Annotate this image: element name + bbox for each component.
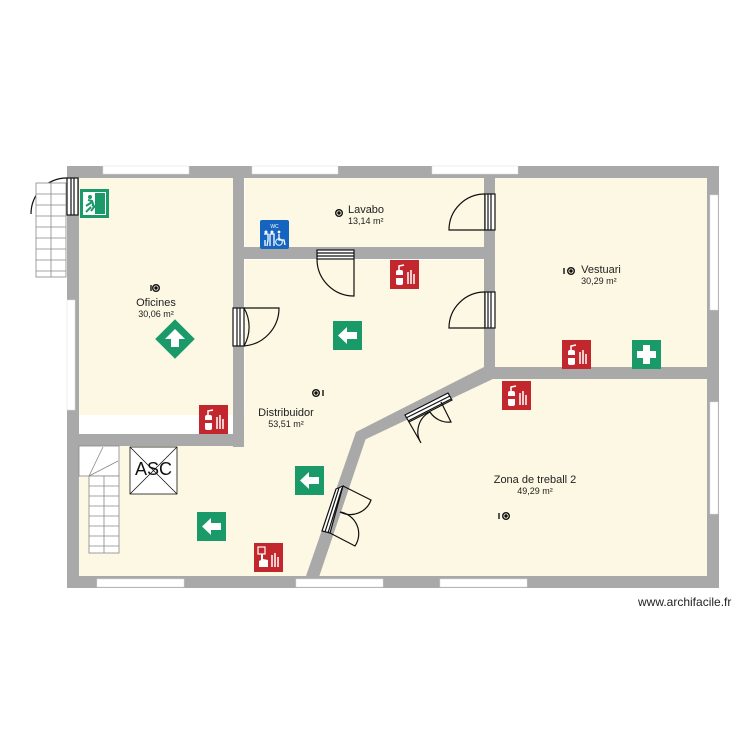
room-label-zona-treball: Zona de treball 2 49,29 m²	[493, 474, 577, 496]
room-label-distribuidor: Distribuidor 53,51 m²	[258, 407, 314, 429]
window	[709, 194, 719, 311]
window	[439, 578, 528, 588]
door-oficines[interactable]	[232, 307, 280, 347]
exterior-stairs	[35, 182, 67, 278]
detector-icon	[563, 267, 576, 276]
window	[709, 401, 719, 515]
fire-extinguisher-icon	[390, 260, 419, 289]
fire-extinguisher-icon	[199, 405, 228, 434]
elevator	[129, 446, 178, 495]
door-lavabo[interactable]	[448, 193, 496, 231]
elevator-label: ASC	[134, 459, 172, 479]
door-zona-upper[interactable]	[404, 392, 453, 444]
window	[295, 578, 384, 588]
interior-stairs	[78, 445, 120, 554]
room-label-lavabo: Lavabo 13,14 m²	[347, 204, 385, 226]
detector-icon	[498, 512, 511, 521]
detector-icon	[335, 208, 344, 217]
door-vestuari[interactable]	[448, 291, 496, 329]
window	[66, 299, 76, 411]
elevator-asc: ASC	[130, 447, 177, 494]
room-label-vestuari: Vestuari 30,29 m²	[581, 264, 621, 286]
doors	[30, 177, 496, 547]
floor-vestuari[interactable]	[495, 177, 708, 367]
window	[431, 165, 519, 175]
fire-alarm-call-point-icon	[254, 543, 283, 572]
watermark[interactable]: www.archifacile.fr	[638, 595, 732, 609]
exit-arrow-left-icon	[333, 321, 362, 350]
emergency-exit-icon	[80, 189, 109, 218]
floor-distribuidor[interactable]	[78, 260, 488, 577]
window	[96, 578, 185, 588]
window	[102, 165, 190, 175]
room-label-oficines: Oficines 30,06 m²	[136, 297, 176, 319]
windows	[66, 165, 719, 588]
floor-zona-treball[interactable]	[318, 378, 708, 577]
exit-arrow-left-icon	[295, 466, 324, 495]
first-aid-icon	[632, 340, 661, 369]
detector-icon	[312, 389, 324, 398]
window	[251, 165, 339, 175]
fire-extinguisher-icon	[502, 381, 531, 410]
door-distribuidor-top[interactable]	[316, 249, 355, 297]
exit-arrow-left-icon	[197, 512, 226, 541]
fire-extinguisher-icon	[562, 340, 591, 369]
floors	[78, 177, 708, 577]
detector-icon	[150, 284, 160, 293]
svg-text:WC: WC	[270, 224, 279, 230]
accessible-wc-icon: WC	[260, 220, 289, 249]
door-zona-lower[interactable]	[321, 484, 372, 547]
detector-icons	[150, 208, 576, 521]
